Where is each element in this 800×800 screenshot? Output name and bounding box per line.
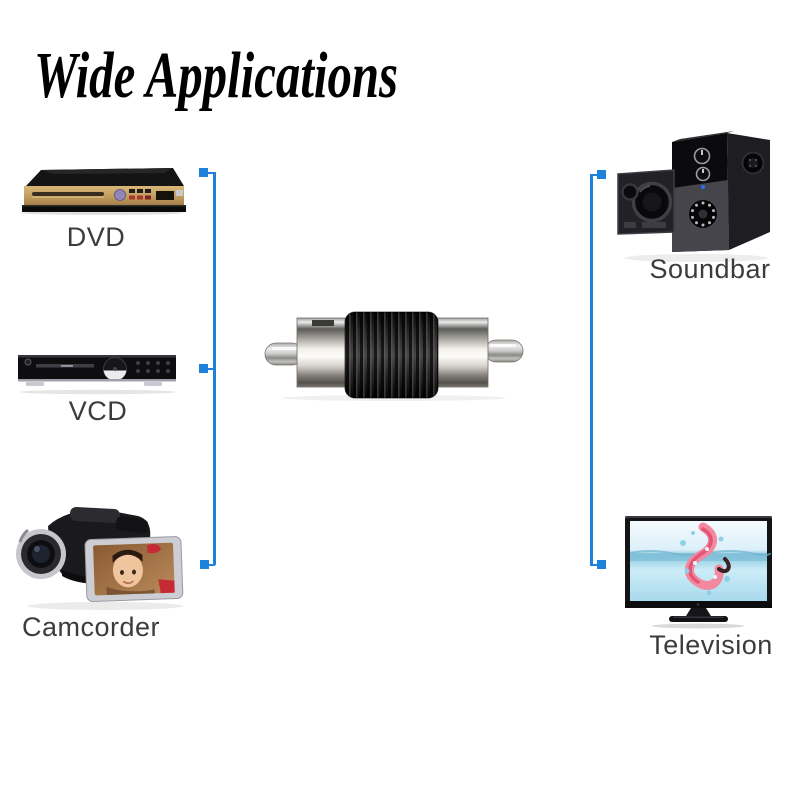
connector-node-television bbox=[597, 560, 606, 569]
connector-left-stub-top bbox=[208, 171, 215, 174]
vcd-player-image bbox=[14, 350, 182, 396]
connector-left-stub-bottom bbox=[209, 563, 215, 566]
connector-right-stub-top bbox=[592, 173, 598, 176]
connector-node-soundbar bbox=[597, 170, 606, 179]
camcorder-icon bbox=[16, 507, 184, 610]
television-icon bbox=[625, 516, 772, 629]
connector-right-vertical-line bbox=[590, 174, 593, 566]
soundbar-image bbox=[616, 116, 774, 264]
television-image bbox=[623, 513, 773, 629]
dvd-player-icon bbox=[20, 168, 186, 215]
page-title: Wide Applications bbox=[34, 39, 399, 112]
camcorder-image bbox=[10, 492, 192, 612]
connector-left-vertical-line bbox=[213, 172, 216, 565]
connector-node-dvd bbox=[199, 168, 208, 177]
rca-male-to-male-coupler-adapter-icon bbox=[264, 311, 524, 401]
device-label-camcorder: Camcorder bbox=[21, 612, 161, 642]
device-label-soundbar: Soundbar bbox=[649, 254, 771, 284]
rca-coupler-image bbox=[262, 310, 526, 402]
vcd-player-icon bbox=[18, 355, 176, 395]
connector-node-vcd bbox=[199, 364, 208, 373]
device-label-television: Television bbox=[649, 630, 773, 660]
connector-right-stub-bottom bbox=[592, 563, 598, 566]
device-label-dvd: DVD bbox=[66, 222, 126, 252]
dvd-player-image bbox=[14, 164, 186, 216]
speaker-system-icon bbox=[617, 131, 770, 262]
device-label-vcd: VCD bbox=[68, 396, 128, 426]
connector-node-camcorder bbox=[200, 560, 209, 569]
connector-left-stub-middle bbox=[208, 367, 215, 370]
